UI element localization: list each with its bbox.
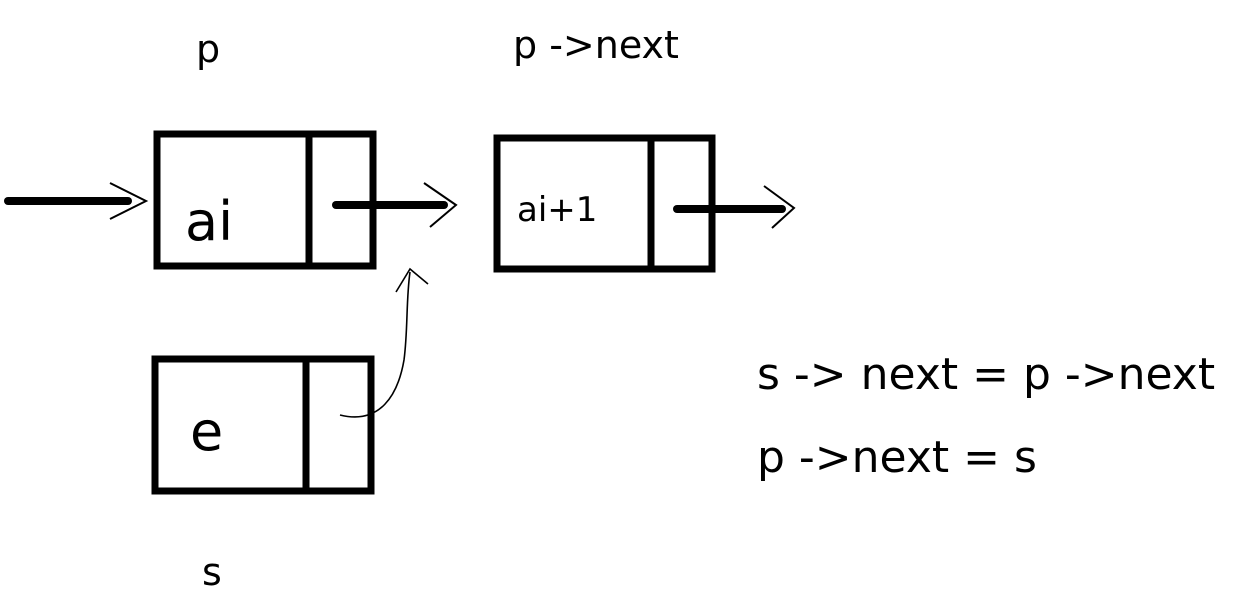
label-s: s	[202, 550, 222, 594]
label-p-next: p ->next	[513, 23, 679, 67]
node-ai-plus-1: ai+1	[493, 134, 716, 273]
node-ai-data: ai	[185, 190, 233, 253]
node-e-box	[151, 355, 375, 495]
curved-arrow-s-next	[339, 267, 429, 418]
node-ai-box	[153, 130, 377, 270]
code-line-1: s -> next = p ->next	[757, 349, 1215, 400]
node-e-data: e	[190, 400, 223, 463]
node-ai-plus-1-data: ai+1	[517, 190, 597, 230]
node-ai: ai	[153, 130, 377, 270]
incoming-arrow	[4, 182, 149, 220]
next-arrow-ai	[332, 182, 458, 228]
code-line-2: p ->next = s	[757, 432, 1037, 483]
node-ai-plus-1-box	[493, 134, 716, 273]
next-arrow-ai-plus-1	[673, 185, 796, 229]
node-e: e	[151, 355, 375, 495]
label-p: p	[196, 27, 220, 71]
